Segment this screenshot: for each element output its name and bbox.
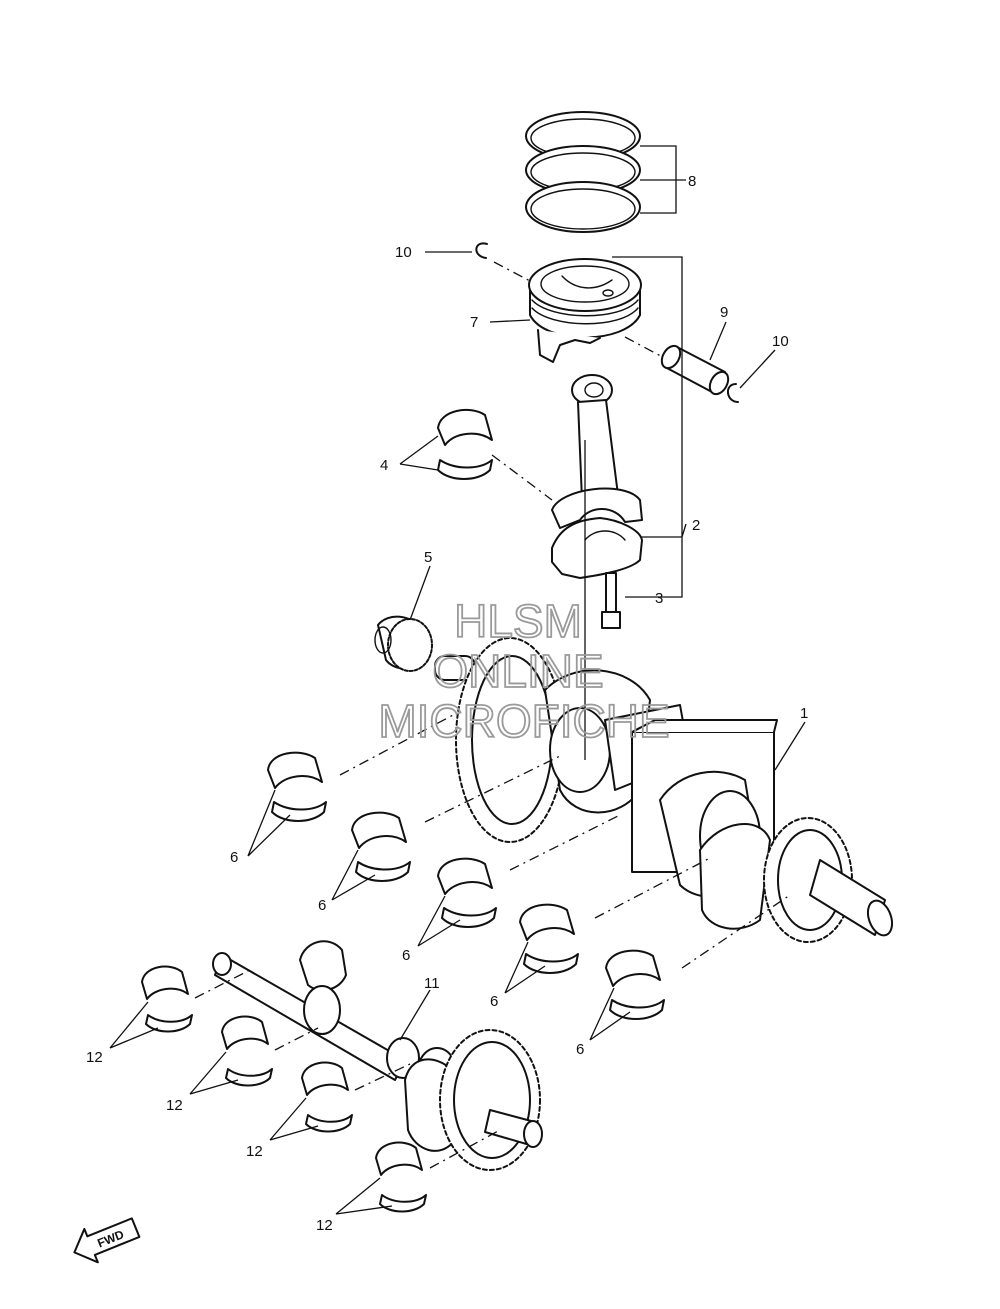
callout-6-c: 6 [402, 947, 410, 964]
callout-10-right: 10 [772, 333, 789, 350]
piston-rings [525, 111, 641, 233]
piston-pin-clip-left [475, 242, 488, 259]
forward-arrow-badge: FWD [73, 1217, 141, 1264]
callout-1: 1 [800, 705, 808, 722]
balancer-bearing-c [301, 1061, 353, 1133]
callout-2: 2 [692, 517, 700, 534]
connecting-rod-bolt [601, 572, 621, 629]
svg-text:MICROFICHE: MICROFICHE [378, 695, 669, 747]
balancer-shaft [212, 940, 543, 1171]
piston-pin-clip-right [727, 383, 739, 403]
balancer-bearing-b [221, 1015, 273, 1087]
balancer-bearing-d [375, 1141, 427, 1213]
callout-5: 5 [424, 549, 432, 566]
svg-text:HLSM: HLSM [454, 595, 582, 647]
connecting-rod [551, 374, 643, 579]
callout-12-d: 12 [316, 1217, 333, 1234]
main-bearing-e [605, 949, 665, 1020]
callout-12-b: 12 [166, 1097, 183, 1114]
piston [528, 258, 642, 363]
callout-10-left: 10 [395, 244, 412, 261]
callout-6-e: 6 [576, 1041, 584, 1058]
main-bearing-d [519, 903, 579, 974]
piston-pin [660, 344, 730, 396]
watermark: HLSM ONLINE MICROFICHE [377, 594, 670, 748]
svg-text:ONLINE: ONLINE [432, 645, 603, 697]
crankshaft [434, 637, 894, 943]
main-bearing-a [267, 751, 327, 822]
callout-6-a: 6 [230, 849, 238, 866]
callout-12-c: 12 [246, 1143, 263, 1160]
main-bearing-c [437, 857, 497, 928]
callout-6-d: 6 [490, 993, 498, 1010]
connecting-rod-bearing [437, 408, 493, 480]
callout-12-a: 12 [86, 1049, 103, 1066]
balancer-bearing-a [141, 965, 193, 1033]
main-bearing-b [351, 811, 411, 882]
callout-7: 7 [470, 314, 478, 331]
crank-drive-gear [374, 615, 433, 672]
callout-4: 4 [380, 457, 388, 474]
callout-9: 9 [720, 304, 728, 321]
callout-3: 3 [655, 590, 663, 607]
callout-11: 11 [424, 975, 440, 992]
callout-8: 8 [688, 173, 696, 190]
callout-6-b: 6 [318, 897, 326, 914]
